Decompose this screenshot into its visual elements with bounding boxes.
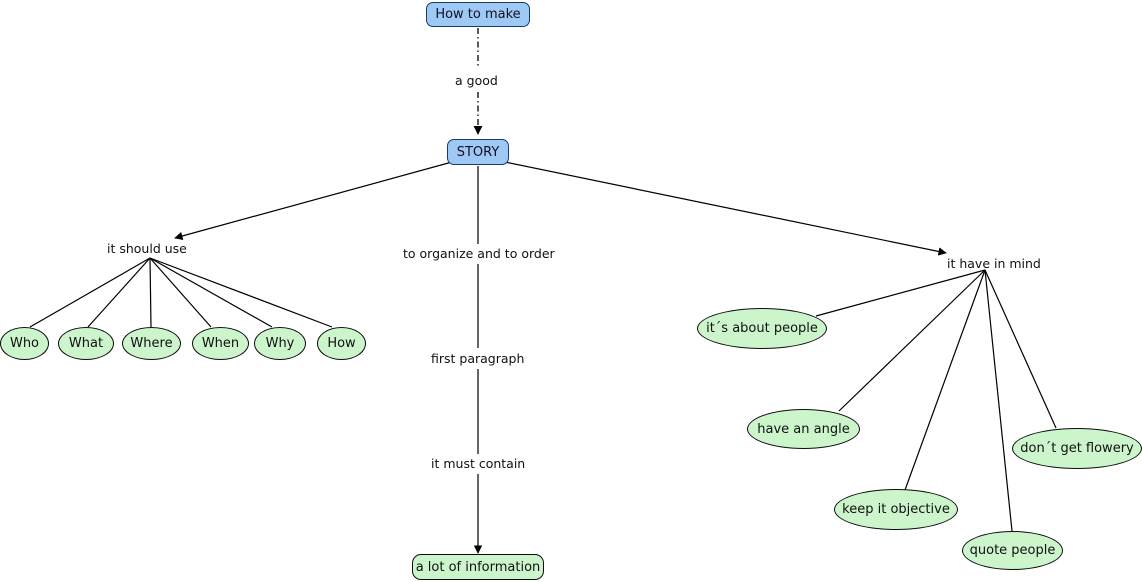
node-its-about-people[interactable]: it´s about people [697,308,827,349]
node-have-an-angle[interactable]: have an angle [747,409,860,449]
node-why[interactable]: Why [254,327,306,360]
node-have-an-angle-label: have an angle [757,421,850,437]
node-dont-get-flowery[interactable]: don´t get flowery [1012,428,1142,469]
node-its-about-people-label: it´s about people [706,321,818,336]
edge-label-first-paragraph: first paragraph [431,351,525,366]
node-when-label: When [201,336,240,351]
node-keep-it-objective[interactable]: keep it objective [834,489,958,530]
edge-should-use-to-who [29,257,151,328]
node-when[interactable]: When [192,327,249,360]
node-story-label: STORY [456,144,500,160]
node-how-label: How [327,336,356,351]
node-where-label: Where [130,336,173,351]
node-a-lot-of-information[interactable]: a lot of information [412,554,544,580]
edge-label-it-must-contain: it must contain [431,456,526,471]
node-quote-people[interactable]: quote people [962,531,1063,570]
node-how-to-make[interactable]: How to make [426,2,530,27]
edge-label-a-good: a good [455,73,498,88]
node-where[interactable]: Where [122,327,181,360]
node-what-label: What [68,336,104,351]
edge-should-use-to-how [149,257,333,328]
edge-label-it-should-use: it should use [107,241,187,256]
edge-have-in-mind-to-about-people [815,269,986,317]
node-how[interactable]: How [317,327,366,360]
node-keep-it-objective-label: keep it objective [842,502,950,517]
node-why-label: Why [265,336,295,351]
edge-label-it-have-in-mind: it have in mind [947,256,1041,271]
node-who-label: Who [9,336,40,351]
node-story[interactable]: STORY [447,139,509,165]
edge-have-in-mind-to-not-flowery [984,269,1057,429]
edge-have-in-mind-to-have-angle [838,269,986,412]
edge-have-in-mind-to-keep-objective [904,269,986,491]
edge-should-use-to-why [149,257,273,328]
node-dont-get-flowery-label: don´t get flowery [1020,441,1134,456]
node-quote-people-label: quote people [969,543,1056,558]
node-what[interactable]: What [58,327,114,360]
node-how-to-make-label: How to make [435,7,521,22]
edge-story-to-have-in-mind [504,161,947,256]
edge-should-use-to-where [149,257,152,328]
node-a-lot-of-information-label: a lot of information [415,559,541,575]
edge-label-to-organize-and-to-order: to organize and to order [403,246,555,261]
edge-story-to-should-use [174,161,453,241]
edge-should-use-to-what [87,257,151,328]
edge-should-use-to-when [149,257,212,328]
edge-have-in-mind-to-quote-people [984,269,1013,532]
node-who[interactable]: Who [0,327,49,360]
